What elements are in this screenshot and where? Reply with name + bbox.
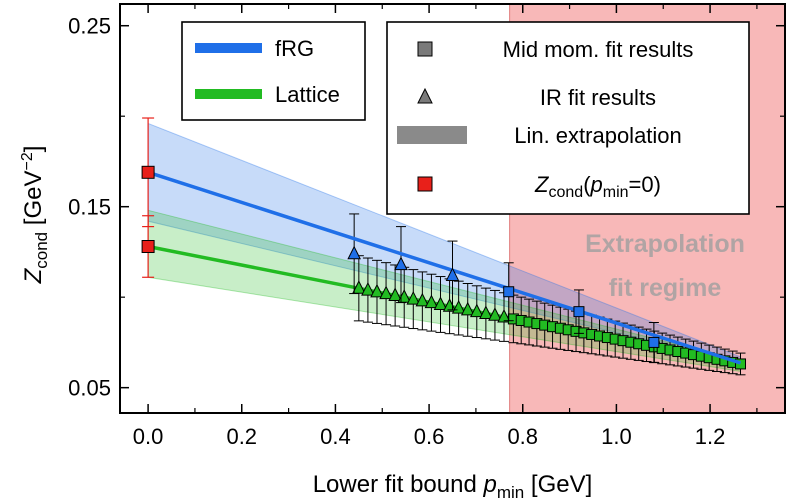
y-axis-title-sup: −2: [19, 152, 36, 170]
legend-swatch-gray-band: [397, 126, 467, 144]
frg-mid-square: [503, 286, 515, 298]
x-tick-label: 0.2: [226, 424, 257, 449]
legend-label: Lin. extrapolation: [514, 123, 682, 148]
x-tick-label: 0.4: [320, 424, 351, 449]
lattice-ir-triangle: [424, 294, 439, 309]
x-tick-label: 1.0: [601, 424, 632, 449]
y-axis-title: Zcond [GeV−2]: [19, 146, 51, 285]
legend-label: Zcond(pmin=0): [534, 172, 661, 201]
frg-mid-square: [648, 336, 660, 348]
zero-point-frg: [141, 165, 155, 179]
y-axis-title-unit: [GeV: [20, 171, 47, 232]
annotation-fit-regime: fit regime: [609, 274, 722, 302]
legend-swatch-gray-triangle: [417, 87, 433, 104]
x-tick-label: 0.8: [507, 424, 538, 449]
lattice-ir-triangle: [497, 308, 511, 323]
plot-frame: [119, 3, 786, 414]
legend-label: fRG: [275, 36, 314, 61]
frg-mid-square: [573, 306, 585, 318]
legend-label-sub: cond: [548, 184, 583, 201]
lattice-ir-triangle: [460, 301, 475, 316]
legend-label-var2: p: [590, 172, 603, 197]
lattice-ir-triangle: [379, 285, 393, 300]
x-axis-title-var: p: [482, 471, 496, 498]
x-axis-title-unit: [GeV]: [524, 471, 592, 498]
y-tick-label: 0.05: [68, 376, 111, 401]
lattice-ir-triangle: [433, 296, 448, 310]
zero-point-lattice: [141, 240, 155, 254]
legend-label-var: Z: [534, 172, 550, 197]
y-axis-title-var: Z: [20, 267, 47, 284]
lattice-ir-triangle: [388, 287, 402, 301]
x-tick-label: 0.6: [414, 424, 445, 449]
legend-label: Mid mom. fit results: [503, 37, 694, 62]
y-axis-title-unit-end: ]: [20, 146, 47, 153]
y-tick-label: 0.25: [68, 14, 111, 39]
legend-label-sub2: min: [603, 184, 629, 201]
legend-swatch-red-square: [417, 176, 433, 192]
frg-ir-triangle: [394, 256, 408, 271]
lattice-ir-triangle: [479, 305, 493, 319]
frg-ir-triangle: [347, 245, 361, 260]
legend-label-end: =0): [629, 172, 661, 197]
x-tick-label: 1.2: [695, 424, 726, 449]
legend-label-paren: (: [583, 172, 591, 197]
lattice-ir-triangle: [488, 307, 502, 321]
legend-swatch-gray-square: [417, 41, 433, 57]
legend-right-box: [386, 21, 750, 215]
frg-line: [147, 170, 742, 365]
legend-label: Lattice: [275, 82, 340, 107]
lattice-ir-triangle: [415, 292, 430, 307]
frg-ir-triangle: [445, 267, 460, 281]
lattice-mid-square: [735, 358, 747, 370]
legend-swatch-lattice-line: [195, 89, 262, 99]
legend-left-box: [181, 21, 366, 121]
lattice-ir-triangle: [370, 283, 384, 298]
y-axis-title-sub: cond: [32, 232, 51, 269]
x-axis-title: Lower fit bound pmin [GeV]: [313, 471, 593, 501]
lattice-ir-triangle: [361, 281, 375, 296]
x-axis-title-sub: min: [497, 483, 524, 501]
legend-swatch-frg-line: [195, 43, 262, 53]
x-axis-title-main: Lower fit bound: [313, 471, 484, 498]
lattice-ir-triangle: [469, 303, 484, 318]
legend-label: IR fit results: [540, 85, 656, 110]
y-tick-label: 0.15: [68, 195, 111, 220]
lattice-ir-triangle: [406, 290, 421, 305]
x-tick-label: 0.0: [133, 424, 164, 449]
annotation-extrapolation: Extrapolation: [585, 230, 745, 258]
